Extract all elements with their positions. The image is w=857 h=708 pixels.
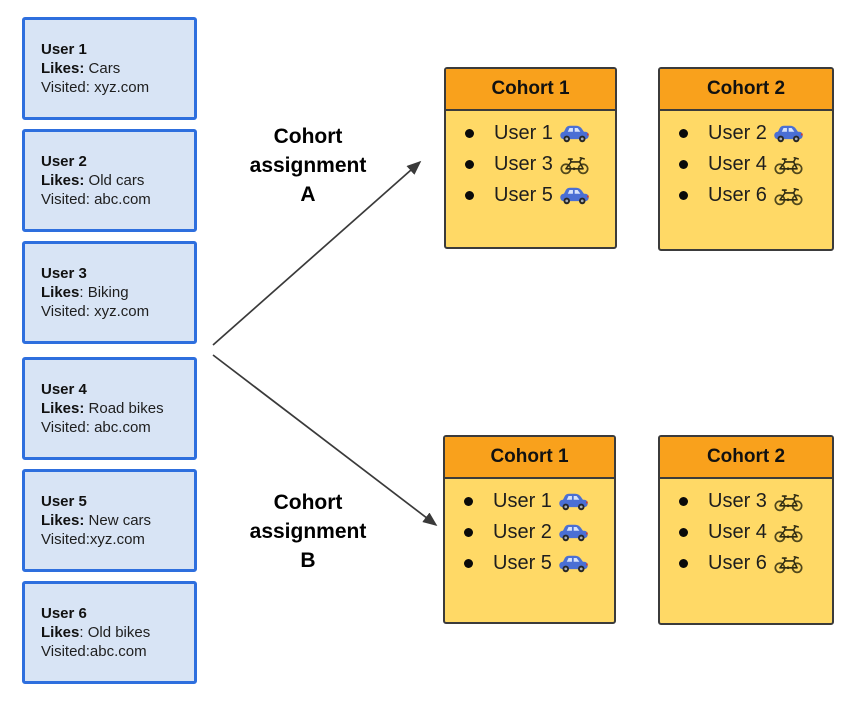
user-likes: Likes: New cars <box>41 512 152 529</box>
cohort-title: Cohort 2 <box>660 437 832 479</box>
cohort-member: User 3 <box>465 149 609 180</box>
bullet-icon <box>464 497 473 506</box>
cohort-member: User 5 <box>465 180 609 211</box>
bullet-icon <box>679 497 688 506</box>
user-name: User 1 <box>41 41 87 58</box>
user-visited: Visited: abc.com <box>41 419 151 436</box>
member-label: User 5 <box>494 184 553 206</box>
cohort-title: Cohort 1 <box>445 437 614 479</box>
bike-icon <box>559 154 590 175</box>
member-label: User 5 <box>493 552 552 574</box>
user-card-3: User 3 Likes: Biking Visited: xyz.com <box>22 241 197 344</box>
car-icon <box>559 185 590 206</box>
bullet-icon <box>465 160 474 169</box>
cohort-member: User 1 <box>464 486 608 517</box>
member-label: User 3 <box>708 490 767 512</box>
cohort-assignment-a-label: Cohort assignment A <box>249 125 367 206</box>
member-label: User 3 <box>494 153 553 175</box>
cohort-assignment-b-label: Cohort assignment B <box>249 491 367 572</box>
user-name: User 2 <box>41 153 87 170</box>
assignment-a-cohort-1: Cohort 1 User 1 User 3 User 5 <box>444 67 617 249</box>
user-card-5: User 5 Likes: New cars Visited:xyz.com <box>22 469 197 572</box>
member-label: User 1 <box>493 490 552 512</box>
user-likes: Likes: Cars <box>41 60 121 77</box>
cohort-member: User 6 <box>679 548 826 579</box>
bullet-icon <box>464 559 473 568</box>
car-icon <box>773 123 804 144</box>
bullet-icon <box>679 559 688 568</box>
cohort-member: User 2 <box>464 517 608 548</box>
user-name: User 3 <box>41 265 87 282</box>
member-label: User 6 <box>708 184 767 206</box>
user-likes: Likes: Old cars <box>41 172 145 189</box>
assignment-b-cohort-2: Cohort 2 User 3 User 4 User 6 <box>658 435 834 625</box>
user-name: User 5 <box>41 493 87 510</box>
bullet-icon <box>679 160 688 169</box>
member-label: User 4 <box>708 521 767 543</box>
bullet-icon <box>465 129 474 138</box>
car-icon <box>558 491 589 512</box>
user-visited: Visited: xyz.com <box>41 303 150 320</box>
cohort-member: User 6 <box>679 180 826 211</box>
bike-icon <box>773 154 804 175</box>
cohort-member: User 1 <box>465 118 609 149</box>
bullet-icon <box>679 129 688 138</box>
bike-icon <box>773 491 804 512</box>
cohort-member: User 2 <box>679 118 826 149</box>
cohort-member-list: User 2 User 4 User 6 <box>660 111 832 211</box>
bullet-icon <box>679 191 688 200</box>
bullet-icon <box>465 191 474 200</box>
cohort-member-list: User 3 User 4 User 6 <box>660 479 832 579</box>
user-visited: Visited:abc.com <box>41 643 147 660</box>
user-visited: Visited:xyz.com <box>41 531 145 548</box>
cohort-member-list: User 1 User 3 User 5 <box>446 111 615 211</box>
member-label: User 2 <box>708 122 767 144</box>
cohort-member: User 4 <box>679 517 826 548</box>
cohort-member: User 5 <box>464 548 608 579</box>
user-card-2: User 2 Likes: Old cars Visited: abc.com <box>22 129 197 232</box>
bullet-icon <box>464 528 473 537</box>
bike-icon <box>773 553 804 574</box>
user-visited: Visited: xyz.com <box>41 79 150 96</box>
user-card-4: User 4 Likes: Road bikes Visited: abc.co… <box>22 357 197 460</box>
user-name: User 6 <box>41 605 87 622</box>
user-name: User 4 <box>41 381 87 398</box>
cohort-member: User 3 <box>679 486 826 517</box>
user-card-1: User 1 Likes: Cars Visited: xyz.com <box>22 17 197 120</box>
assignment-a-cohort-2: Cohort 2 User 2 User 4 User 6 <box>658 67 834 251</box>
bullet-icon <box>679 528 688 537</box>
member-label: User 2 <box>493 521 552 543</box>
cohort-title: Cohort 2 <box>660 69 832 111</box>
car-icon <box>558 522 589 543</box>
user-likes: Likes: Road bikes <box>41 400 164 417</box>
assignment-b-cohort-1: Cohort 1 User 1 User 2 User 5 <box>443 435 616 624</box>
user-visited: Visited: abc.com <box>41 191 151 208</box>
car-icon <box>559 123 590 144</box>
cohort-title: Cohort 1 <box>446 69 615 111</box>
bike-icon <box>773 185 804 206</box>
car-icon <box>558 553 589 574</box>
member-label: User 4 <box>708 153 767 175</box>
cohort-member: User 4 <box>679 149 826 180</box>
member-label: User 1 <box>494 122 553 144</box>
bike-icon <box>773 522 804 543</box>
member-label: User 6 <box>708 552 767 574</box>
cohort-member-list: User 1 User 2 User 5 <box>445 479 614 579</box>
user-card-6: User 6 Likes: Old bikes Visited:abc.com <box>22 581 197 684</box>
user-likes: Likes: Old bikes <box>41 624 151 641</box>
user-likes: Likes: Biking <box>41 284 129 301</box>
